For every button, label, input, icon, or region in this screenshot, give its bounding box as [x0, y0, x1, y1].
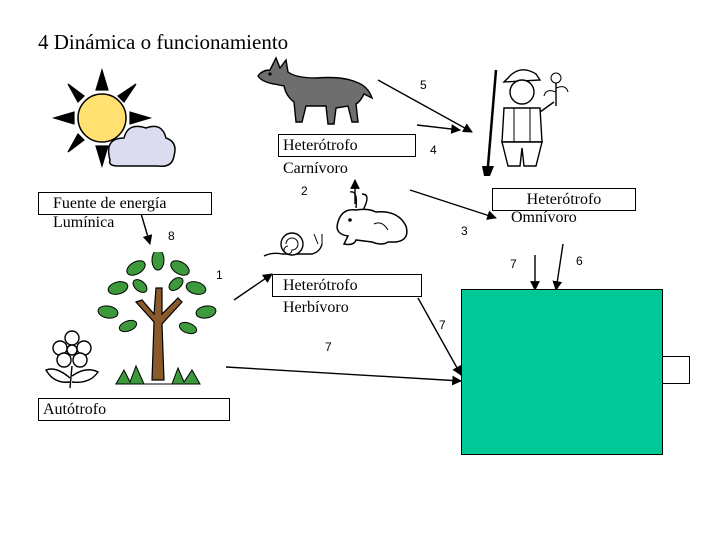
label-carnivoro: Heterótrofo — [278, 134, 416, 157]
rabbit-icon — [336, 191, 408, 246]
arrow-number-1: 1 — [216, 268, 223, 282]
tree-icon — [97, 252, 217, 385]
label-herbivoro: Heterótrofo — [272, 274, 422, 297]
arrow-number-7a: 7 — [510, 257, 517, 271]
arrow-number-8: 8 — [168, 229, 175, 243]
label-herbivoro-line2: Herbívoro — [283, 299, 349, 316]
arrow-number-6: 6 — [576, 254, 583, 268]
arrow-5 — [377, 79, 473, 133]
decomposer-box — [461, 289, 663, 455]
label-autotrofo: Autótrofo — [38, 398, 230, 421]
arrow-6 — [552, 243, 564, 291]
label-omnivoro-line2: Omnívoro — [511, 209, 577, 226]
arrow-4 — [416, 124, 461, 134]
arrow-number-7b: 7 — [439, 318, 446, 332]
flower-icon — [44, 330, 100, 389]
arrow-8 — [139, 209, 153, 245]
arrow-7c — [225, 366, 462, 386]
arrow-number-4: 4 — [430, 143, 437, 157]
arrow-number-3: 3 — [461, 224, 468, 238]
label-fuente-energia: Fuente de energía — [38, 192, 212, 215]
sun-cloud-icon — [52, 68, 176, 169]
arrow-7b — [417, 297, 462, 376]
page-title: 4 Dinámica o funcionamiento — [38, 30, 289, 54]
arrow-3 — [409, 189, 497, 220]
arrow-number-5: 5 — [420, 78, 427, 92]
label-fuente-line2: Lumínica — [53, 214, 115, 231]
farmer-icon — [482, 69, 569, 176]
label-omnivoro: Heterótrofo — [492, 188, 636, 211]
arrow-number-2: 2 — [301, 184, 308, 198]
label-carnivoro-line2: Carnívoro — [283, 160, 348, 177]
arrow-number-7c: 7 — [325, 340, 332, 354]
snail-icon — [263, 232, 323, 257]
arrow-1 — [233, 273, 273, 301]
wolf-icon — [257, 56, 374, 125]
